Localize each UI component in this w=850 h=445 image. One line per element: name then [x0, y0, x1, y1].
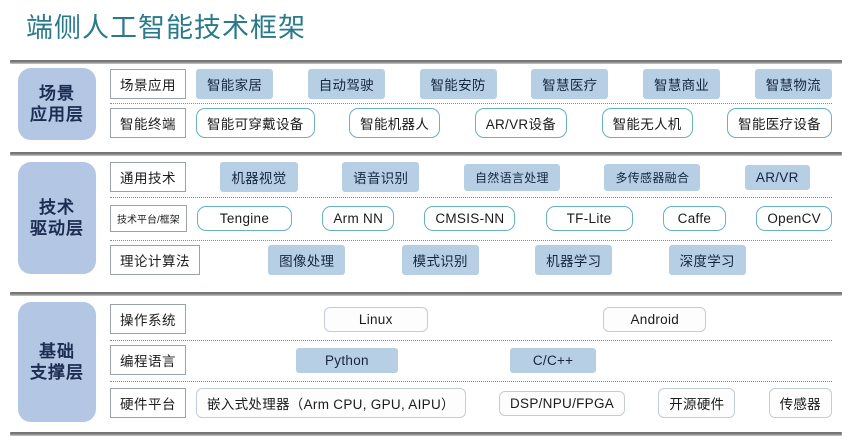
row-separator: [110, 340, 832, 341]
layer-rows: 通用技术 机器视觉 语音识别 自然语言处理 多传感器融合 AR/VR 技术平台/…: [110, 156, 834, 284]
layer-body: 场景 应用层 场景应用 智能家居 自动驾驶 智能安防 智慧医疗 智慧商业 智慧物…: [10, 64, 842, 144]
pill-image-processing[interactable]: 图像处理: [268, 245, 346, 275]
row-separator: [110, 197, 832, 198]
page-title: 端侧人工智能技术框架: [26, 13, 306, 44]
row-items: 图像处理 模式识别 机器学习 深度学习: [200, 245, 834, 275]
pill-tf-lite[interactable]: TF-Lite: [545, 205, 633, 231]
pill-smart-commerce[interactable]: 智慧商业: [643, 69, 721, 99]
pill-smart-home[interactable]: 智能家居: [196, 69, 274, 99]
pill-embedded-processor[interactable]: 嵌入式处理器（Arm CPU, GPU, AIPU）: [196, 388, 466, 418]
layer-tag-line2: 驱动层: [30, 219, 84, 238]
layer-foundation-support: 基础 支撑层 操作系统 Linux Android 编程语言 Python C/…: [10, 292, 842, 438]
pill-speech-recognition[interactable]: 语音识别: [342, 162, 420, 192]
row-separator: [110, 103, 832, 104]
row-label: 理论计算法: [110, 245, 200, 275]
pill-smart-healthcare[interactable]: 智慧医疗: [531, 69, 609, 99]
layer-tag-line2: 应用层: [30, 105, 84, 124]
pill-c-cpp[interactable]: C/C++: [509, 347, 597, 373]
pill-multi-sensor-fusion[interactable]: 多传感器融合: [604, 163, 701, 191]
pill-opencv[interactable]: OpenCV: [756, 205, 832, 231]
row-programming-language: 编程语言 Python C/C++: [110, 345, 834, 375]
layer-tag-line1: 场景: [39, 84, 75, 103]
layer-tag-line1: 技术: [39, 198, 75, 217]
layer-tag-line2: 支撑层: [30, 363, 84, 382]
row-theory-algorithms: 理论计算法 图像处理 模式识别 机器学习 深度学习: [110, 245, 834, 275]
row-items: 智能家居 自动驾驶 智能安防 智慧医疗 智慧商业 智慧物流: [186, 69, 834, 99]
layer-top-rule: [10, 292, 842, 296]
layer-body: 技术 驱动层 通用技术 机器视觉 语音识别 自然语言处理 多传感器融合 AR/V…: [10, 156, 842, 284]
row-label: 操作系统: [110, 304, 186, 334]
layer-technology-driver: 技术 驱动层 通用技术 机器视觉 语音识别 自然语言处理 多传感器融合 AR/V…: [10, 152, 842, 284]
row-label: 通用技术: [110, 162, 186, 192]
row-items: Linux Android: [186, 306, 834, 332]
row-items: Python C/C++: [186, 347, 834, 373]
pill-smart-drones[interactable]: 智能无人机: [601, 108, 693, 138]
pill-arm-nn[interactable]: Arm NN: [322, 205, 395, 231]
pill-ar-vr-devices[interactable]: AR/VR设备: [474, 108, 568, 138]
row-separator: [110, 381, 832, 382]
row-operating-system: 操作系统 Linux Android: [110, 304, 834, 334]
pill-cmsis-nn[interactable]: CMSIS-NN: [424, 205, 516, 231]
layer-tag-foundation-support: 基础 支撑层: [18, 302, 96, 422]
layer-tag-line1: 基础: [39, 342, 75, 361]
pill-python[interactable]: Python: [296, 347, 398, 373]
layer-tag-technology-driver: 技术 驱动层: [18, 162, 96, 274]
pill-linux[interactable]: Linux: [323, 306, 428, 332]
row-items: 嵌入式处理器（Arm CPU, GPU, AIPU） DSP/NPU/FPGA …: [186, 388, 834, 418]
row-separator: [110, 240, 832, 241]
layer-scene-application: 场景 应用层 场景应用 智能家居 自动驾驶 智能安防 智慧医疗 智慧商业 智慧物…: [10, 60, 842, 144]
row-label: 编程语言: [110, 345, 186, 375]
row-items: 机器视觉 语音识别 自然语言处理 多传感器融合 AR/VR: [186, 162, 834, 192]
pill-open-source-hardware[interactable]: 开源硬件: [658, 388, 736, 418]
pill-smart-medical-devices[interactable]: 智能医疗设备: [727, 108, 832, 138]
pill-machine-vision[interactable]: 机器视觉: [220, 162, 298, 192]
pill-deep-learning[interactable]: 深度学习: [668, 245, 746, 275]
row-hardware-platform: 硬件平台 嵌入式处理器（Arm CPU, GPU, AIPU） DSP/NPU/…: [110, 387, 834, 419]
row-scene-apps: 场景应用 智能家居 自动驾驶 智能安防 智慧医疗 智慧商业 智慧物流: [110, 68, 834, 100]
row-tech-platform-framework: 技术平台/框架 Tengine Arm NN CMSIS-NN TF-Lite …: [110, 202, 834, 234]
pill-smart-security[interactable]: 智能安防: [419, 69, 497, 99]
pill-pattern-recognition[interactable]: 模式识别: [401, 245, 479, 275]
pill-machine-learning[interactable]: 机器学习: [535, 245, 613, 275]
pill-dsp-npu-fpga[interactable]: DSP/NPU/FPGA: [498, 390, 626, 416]
row-label: 场景应用: [110, 69, 186, 99]
row-label: 硬件平台: [110, 388, 186, 418]
pill-caffe[interactable]: Caffe: [662, 205, 727, 231]
row-general-technology: 通用技术 机器视觉 语音识别 自然语言处理 多传感器融合 AR/VR: [110, 162, 834, 192]
pill-ar-vr[interactable]: AR/VR: [744, 164, 810, 190]
layer-body: 基础 支撑层 操作系统 Linux Android 编程语言 Python C/…: [10, 296, 842, 434]
layer-top-rule: [10, 152, 842, 156]
pill-nlp[interactable]: 自然语言处理: [464, 163, 560, 191]
layer-rows: 场景应用 智能家居 自动驾驶 智能安防 智慧医疗 智慧商业 智慧物流 智能终端 …: [110, 64, 834, 144]
pill-android[interactable]: Android: [603, 306, 707, 332]
pill-smart-robots[interactable]: 智能机器人: [349, 108, 441, 138]
row-items: Tengine Arm NN CMSIS-NN TF-Lite Caffe Op…: [187, 205, 834, 231]
layer-tag-scene-application: 场景 应用层: [18, 68, 96, 140]
layer-rows: 操作系统 Linux Android 编程语言 Python C/C++: [110, 296, 834, 434]
row-items: 智能可穿戴设备 智能机器人 AR/VR设备 智能无人机 智能医疗设备: [186, 108, 834, 138]
pill-sensor[interactable]: 传感器: [768, 388, 832, 418]
pill-tengine[interactable]: Tengine: [196, 205, 293, 231]
row-smart-terminals: 智能终端 智能可穿戴设备 智能机器人 AR/VR设备 智能无人机 智能医疗设备: [110, 107, 834, 139]
pill-smart-logistics[interactable]: 智慧物流: [754, 69, 832, 99]
row-label: 技术平台/框架: [110, 204, 187, 232]
row-label: 智能终端: [110, 108, 186, 138]
layer-top-rule: [10, 60, 842, 64]
pill-smart-wearables[interactable]: 智能可穿戴设备: [196, 108, 315, 138]
layer-bottom-rule: [10, 432, 842, 436]
pill-autonomous-driving[interactable]: 自动驾驶: [307, 69, 385, 99]
